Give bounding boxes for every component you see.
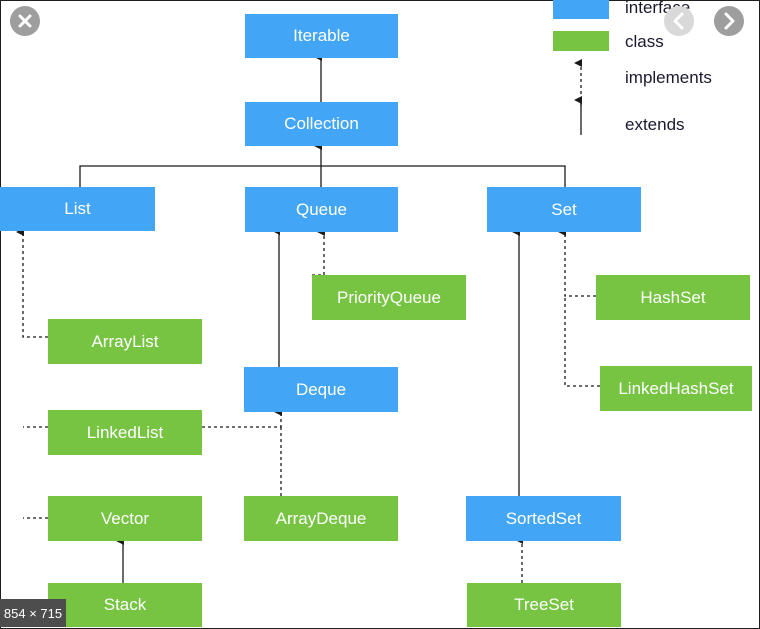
node-linkedhashset: LinkedHashSet bbox=[600, 366, 752, 411]
node-set: Set bbox=[487, 187, 641, 232]
link-priorityqueue-queue bbox=[312, 228, 325, 276]
node-deque: Deque bbox=[244, 367, 398, 412]
chevron-right-icon[interactable] bbox=[714, 6, 744, 36]
close-icon[interactable] bbox=[10, 6, 40, 36]
link-linkedlist-deque bbox=[202, 408, 282, 428]
node-queue: Queue bbox=[245, 187, 398, 232]
link-list-set-bus bbox=[79, 165, 566, 187]
node-list: List bbox=[0, 187, 155, 231]
legend-implements-label: implements bbox=[625, 68, 712, 87]
node-iterable: Iterable bbox=[245, 14, 398, 58]
node-treeset: TreeSet bbox=[467, 583, 621, 627]
node-arraylist: ArrayList bbox=[48, 319, 202, 364]
node-collection: Collection bbox=[245, 102, 398, 146]
node-vector: Vector bbox=[48, 496, 202, 541]
link-list-classes bbox=[16, 228, 48, 338]
legend-class-label: class bbox=[625, 32, 664, 51]
link-hashset-set bbox=[558, 228, 596, 297]
image-dimensions-badge: 854 × 715 bbox=[0, 599, 66, 627]
chevron-left-icon[interactable] bbox=[664, 6, 694, 36]
link-linkedhashset-set bbox=[564, 296, 600, 387]
node-priorityqueue: PriorityQueue bbox=[312, 275, 466, 320]
node-hashset: HashSet bbox=[596, 275, 750, 320]
node-sortedset: SortedSet bbox=[466, 496, 621, 541]
legend-extends-label: extends bbox=[625, 115, 685, 134]
node-arraydeque: ArrayDeque bbox=[244, 496, 398, 541]
legend-interface-swatch bbox=[553, 0, 609, 19]
node-linkedlist: LinkedList bbox=[48, 410, 202, 455]
legend-class-swatch bbox=[553, 31, 609, 51]
node-stack: Stack bbox=[48, 583, 202, 627]
